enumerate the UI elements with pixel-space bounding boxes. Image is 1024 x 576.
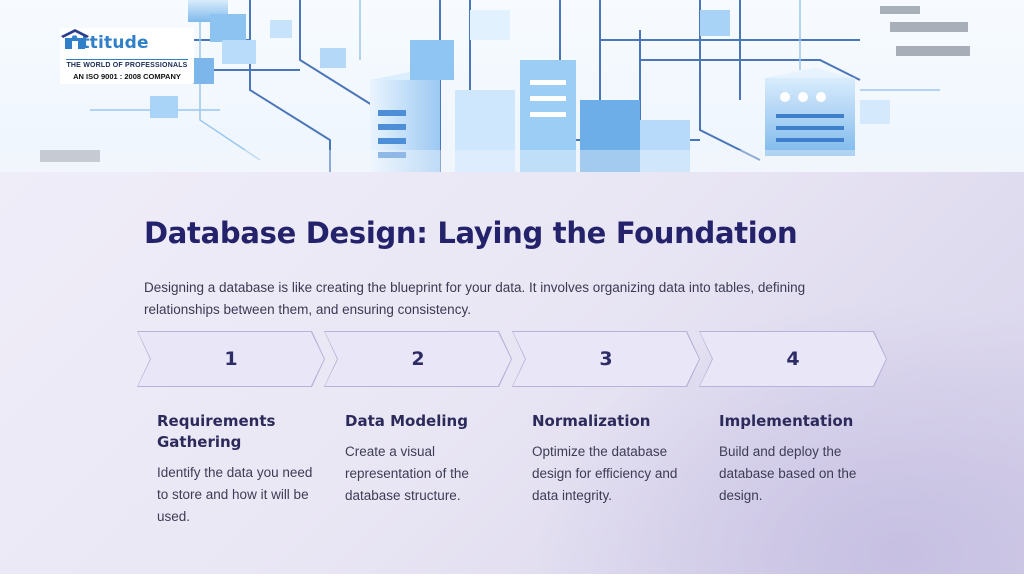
step-number: 4 bbox=[786, 348, 800, 370]
step-chevron-1: 1 bbox=[137, 331, 325, 387]
slide-title: Database Design: Laying the Foundation bbox=[144, 216, 798, 250]
step-chevron-2: 2 bbox=[324, 331, 512, 387]
step-description: Identify the data you need to store and … bbox=[157, 465, 313, 524]
step-title: Normalization bbox=[532, 412, 651, 430]
logo-tagline: THE WORLD OF PROFESSIONALS bbox=[66, 59, 188, 69]
step-number: 3 bbox=[599, 348, 613, 370]
step-card-4: Implementation Build and deploy the data… bbox=[719, 411, 869, 507]
server-network-illustration bbox=[0, 0, 1024, 172]
step-card-2: Data Modeling Create a visual representa… bbox=[345, 411, 495, 507]
step-number: 1 bbox=[224, 348, 238, 370]
company-logo: Attitude THE WORLD OF PROFESSIONALS AN I… bbox=[60, 28, 194, 84]
step-description: Build and deploy the database based on t… bbox=[719, 444, 857, 503]
step-title: Implementation bbox=[719, 412, 854, 430]
step-title: Requirements Gathering bbox=[157, 412, 276, 451]
slide-intro: Designing a database is like creating th… bbox=[144, 280, 806, 317]
step-card-1: Requirements Gathering Identify the data… bbox=[157, 411, 317, 528]
house-logo-icon bbox=[61, 29, 89, 49]
step-number: 2 bbox=[411, 348, 425, 370]
step-description: Optimize the database design for efficie… bbox=[532, 444, 678, 503]
process-steps: 1 2 3 4 bbox=[137, 331, 897, 391]
logo-name: Attitude bbox=[68, 33, 149, 53]
hero-banner: Attitude THE WORLD OF PROFESSIONALS AN I… bbox=[0, 0, 1024, 172]
step-title: Data Modeling bbox=[345, 412, 468, 430]
step-description: Create a visual representation of the da… bbox=[345, 444, 469, 503]
step-chevron-4: 4 bbox=[699, 331, 887, 387]
step-card-3: Normalization Optimize the database desi… bbox=[532, 411, 682, 507]
step-chevron-3: 3 bbox=[512, 331, 700, 387]
slide-content: Database Design: Laying the Foundation D… bbox=[0, 172, 1024, 576]
logo-iso-text: AN ISO 9001 : 2008 COMPANY bbox=[73, 72, 181, 81]
bottom-divider bbox=[0, 574, 1024, 576]
